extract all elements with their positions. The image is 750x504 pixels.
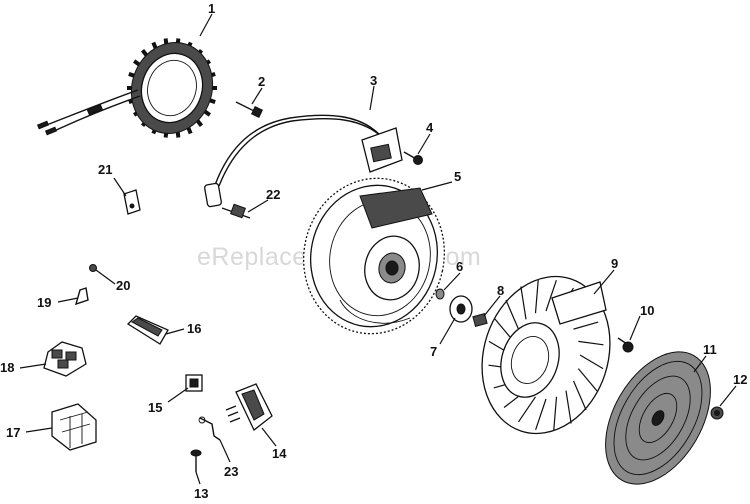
callout-6: 6	[456, 259, 463, 274]
fan-blade	[572, 380, 587, 411]
callout-22: 22	[266, 187, 280, 202]
callout-20: 20	[116, 278, 130, 293]
nut-8-drawing	[472, 313, 488, 327]
connector-17-drawing	[51, 403, 97, 451]
spark-plug-drawing	[221, 203, 251, 219]
fan-drawing	[481, 275, 611, 435]
leader-10	[629, 315, 641, 341]
callout-18: 18	[0, 360, 14, 375]
callout-17: 17	[6, 425, 20, 440]
leader-19	[57, 297, 79, 303]
nut-20-drawing	[89, 264, 97, 272]
leader-22	[247, 199, 269, 213]
screw-10-drawing	[617, 337, 634, 353]
leader-13	[195, 471, 201, 485]
ignition-module-drawing	[204, 114, 403, 208]
leader-8	[483, 295, 501, 317]
callout-7: 7	[430, 344, 437, 359]
washer-6-drawing	[435, 288, 445, 300]
fan-blade	[520, 286, 527, 320]
leader-7	[439, 317, 456, 345]
fan-blade	[578, 340, 604, 346]
callout-8: 8	[497, 283, 504, 298]
callout-14: 14	[272, 446, 287, 461]
leader-2	[251, 87, 263, 105]
stator-drawing	[36, 38, 217, 138]
ground-strap-drawing	[198, 416, 221, 441]
fan-blade	[579, 354, 604, 370]
leader-16	[165, 328, 185, 335]
callout-5: 5	[454, 169, 461, 184]
leader-12	[719, 385, 737, 407]
callout-13: 13	[194, 486, 208, 501]
connector-18-drawing	[43, 341, 87, 377]
connector-cover-drawing	[126, 315, 169, 345]
callout-16: 16	[187, 321, 201, 336]
grass-screen-drawing	[605, 351, 711, 485]
callout-23: 23	[224, 464, 238, 479]
callout-21: 21	[98, 162, 112, 177]
leader-5	[421, 181, 453, 191]
flywheel-drawing	[302, 177, 446, 335]
callout-3: 3	[370, 73, 377, 88]
leader-23	[219, 439, 231, 463]
flat-washer-7-drawing	[449, 295, 473, 323]
leader-17	[25, 427, 53, 433]
leader-3	[369, 85, 375, 111]
screw-2-drawing	[235, 101, 263, 118]
callout-4: 4	[426, 120, 434, 135]
callout-19: 19	[37, 295, 51, 310]
callout-10: 10	[640, 303, 654, 318]
fan-blade	[517, 396, 536, 423]
screw-13-drawing	[190, 449, 202, 472]
fan-blade	[553, 396, 558, 431]
callout-15: 15	[148, 400, 162, 415]
leader-6	[443, 272, 461, 291]
terminal-15-drawing	[185, 374, 203, 392]
rectifier-regulator-drawing	[225, 383, 273, 432]
fan-blade	[545, 280, 557, 312]
leader-20	[95, 269, 116, 285]
fan-blade	[577, 368, 598, 392]
leader-11	[693, 355, 707, 373]
callout-11: 11	[703, 342, 717, 357]
leader-14	[261, 427, 277, 447]
clip-drawing	[123, 189, 141, 215]
callout-2: 2	[258, 74, 265, 89]
leader-lines	[19, 13, 737, 485]
bracket-drawing	[74, 287, 89, 306]
callout-1: 1	[208, 1, 215, 16]
leader-9	[593, 269, 615, 295]
fan-blade	[534, 279, 539, 314]
fan-blade	[535, 398, 547, 430]
leader-1	[199, 13, 213, 37]
fan-blade	[505, 299, 520, 330]
callout-9: 9	[611, 256, 618, 271]
screw-4-drawing	[403, 151, 423, 165]
leader-18	[19, 363, 47, 369]
nut-12-drawing	[710, 406, 724, 420]
leader-15	[167, 387, 189, 403]
callout-12: 12	[733, 372, 747, 387]
fan-blade	[565, 390, 572, 424]
leader-4	[417, 133, 431, 155]
fan-blade	[573, 321, 599, 330]
leader-21	[113, 177, 127, 197]
